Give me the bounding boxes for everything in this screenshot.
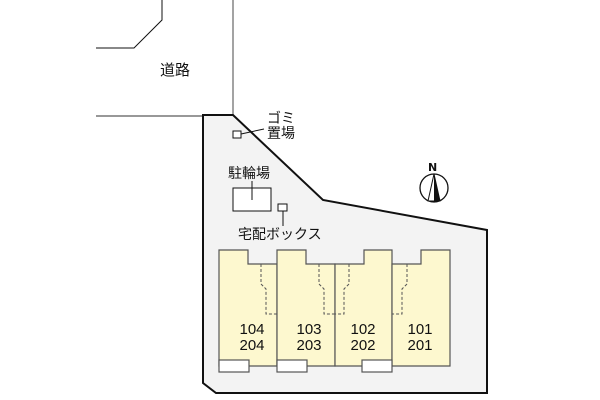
delivery-box-label: 宅配ボックス xyxy=(238,227,322,243)
road-label: 道路 xyxy=(160,61,191,79)
bicycle-parking-label: 駐輪場 xyxy=(228,166,270,182)
unit-label-101: 101 201 xyxy=(407,321,433,354)
unit-label-102: 102 202 xyxy=(350,321,376,354)
north-arrow-icon xyxy=(419,173,449,203)
unit-label-104: 104 204 xyxy=(239,321,265,354)
garbage-area-label: ゴミ 置場 xyxy=(267,111,295,142)
road-outline xyxy=(96,0,234,117)
delivery-box-marker xyxy=(277,203,288,212)
unit-label-103: 103 203 xyxy=(296,321,322,354)
stair-outline xyxy=(260,264,408,315)
north-label: N xyxy=(428,161,438,174)
entrance-markers xyxy=(218,359,393,373)
garbage-area-marker xyxy=(232,130,242,139)
